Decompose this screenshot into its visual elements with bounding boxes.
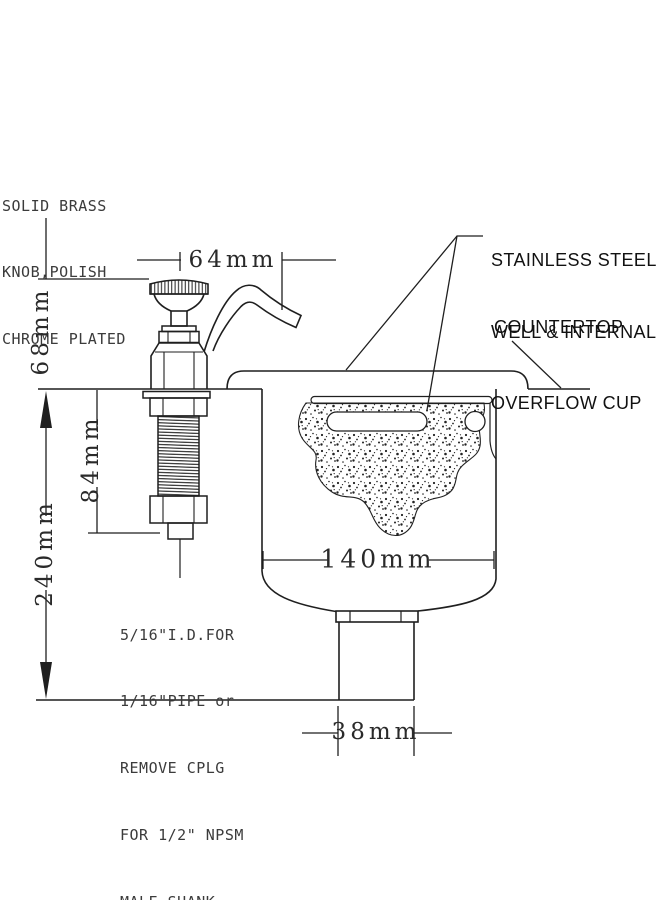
faucet-body <box>150 342 208 389</box>
shank-note-line: 5/16"I.D.FOR <box>120 625 235 644</box>
shank-upper-nut <box>149 397 208 417</box>
shank-pipe-end <box>167 522 194 540</box>
shank-note-line: FOR 1/2" NPSM <box>120 826 244 845</box>
countertop-leader <box>511 340 562 389</box>
overflow-notch <box>464 410 486 433</box>
dim-overall-depth: 240mm <box>32 499 58 607</box>
knob-note-leader <box>38 218 149 280</box>
faucet-spout <box>203 284 303 353</box>
well-section-stipple <box>297 402 486 537</box>
knob-note-line: CHROME PLATED <box>2 330 126 349</box>
arrow-down-icon <box>40 662 52 699</box>
dim-drain-outlet: 38mm <box>331 719 421 745</box>
knob-note-line: SOLID BRASS <box>2 196 107 215</box>
well-note-leaders <box>345 235 483 411</box>
shank-note-line: 1/16"PIPE or <box>120 692 235 711</box>
shank-note-line: REMOVE CPLG <box>120 759 225 778</box>
well-material-note: STAINLESS STEEL WELL & INTERNAL OVERFLOW… <box>491 202 657 463</box>
overflow-slot <box>326 411 428 432</box>
shank-spec-note: 5/16"I.D.FOR 1/16"PIPE or REMOVE CPLG FO… <box>120 579 244 900</box>
dim-shank-length: 84mm <box>78 414 104 504</box>
dim-38mm-lines <box>302 706 452 756</box>
drain-pipe <box>338 622 415 700</box>
well-flange <box>226 370 529 390</box>
dim-64mm-lines <box>137 252 336 310</box>
dim-140mm-lines <box>262 551 495 569</box>
shank-lower-nut <box>149 495 208 524</box>
dim-knob-height: 68mm <box>28 286 54 376</box>
faucet-knob <box>149 279 209 327</box>
well-body <box>36 389 497 701</box>
well-note-line: OVERFLOW CUP <box>491 392 642 413</box>
countertop-label: COUNTERTOP <box>494 317 624 337</box>
arrow-up-icon <box>40 391 52 428</box>
shank-note-line: MALE SHANK <box>120 891 244 900</box>
dim-well-width: 140mm <box>320 544 436 574</box>
knob-note-line: KNOB,POLISH <box>2 263 107 282</box>
dim-spout-reach: 64mm <box>188 247 278 273</box>
faucet-shank <box>142 390 211 540</box>
shank-threads <box>157 415 200 497</box>
well-note-line: STAINLESS STEEL <box>491 250 657 271</box>
well-note-line: WELL & INTERNAL <box>491 321 657 342</box>
dim-240mm-lines <box>40 391 52 699</box>
drain-coupling <box>335 610 419 623</box>
shank-washer <box>142 390 211 399</box>
faucet-bonnet <box>158 325 200 344</box>
knob-material-note: SOLID BRASS KNOB,POLISH CHROME PLATED <box>2 150 126 395</box>
dim-84mm-lines <box>88 390 160 534</box>
